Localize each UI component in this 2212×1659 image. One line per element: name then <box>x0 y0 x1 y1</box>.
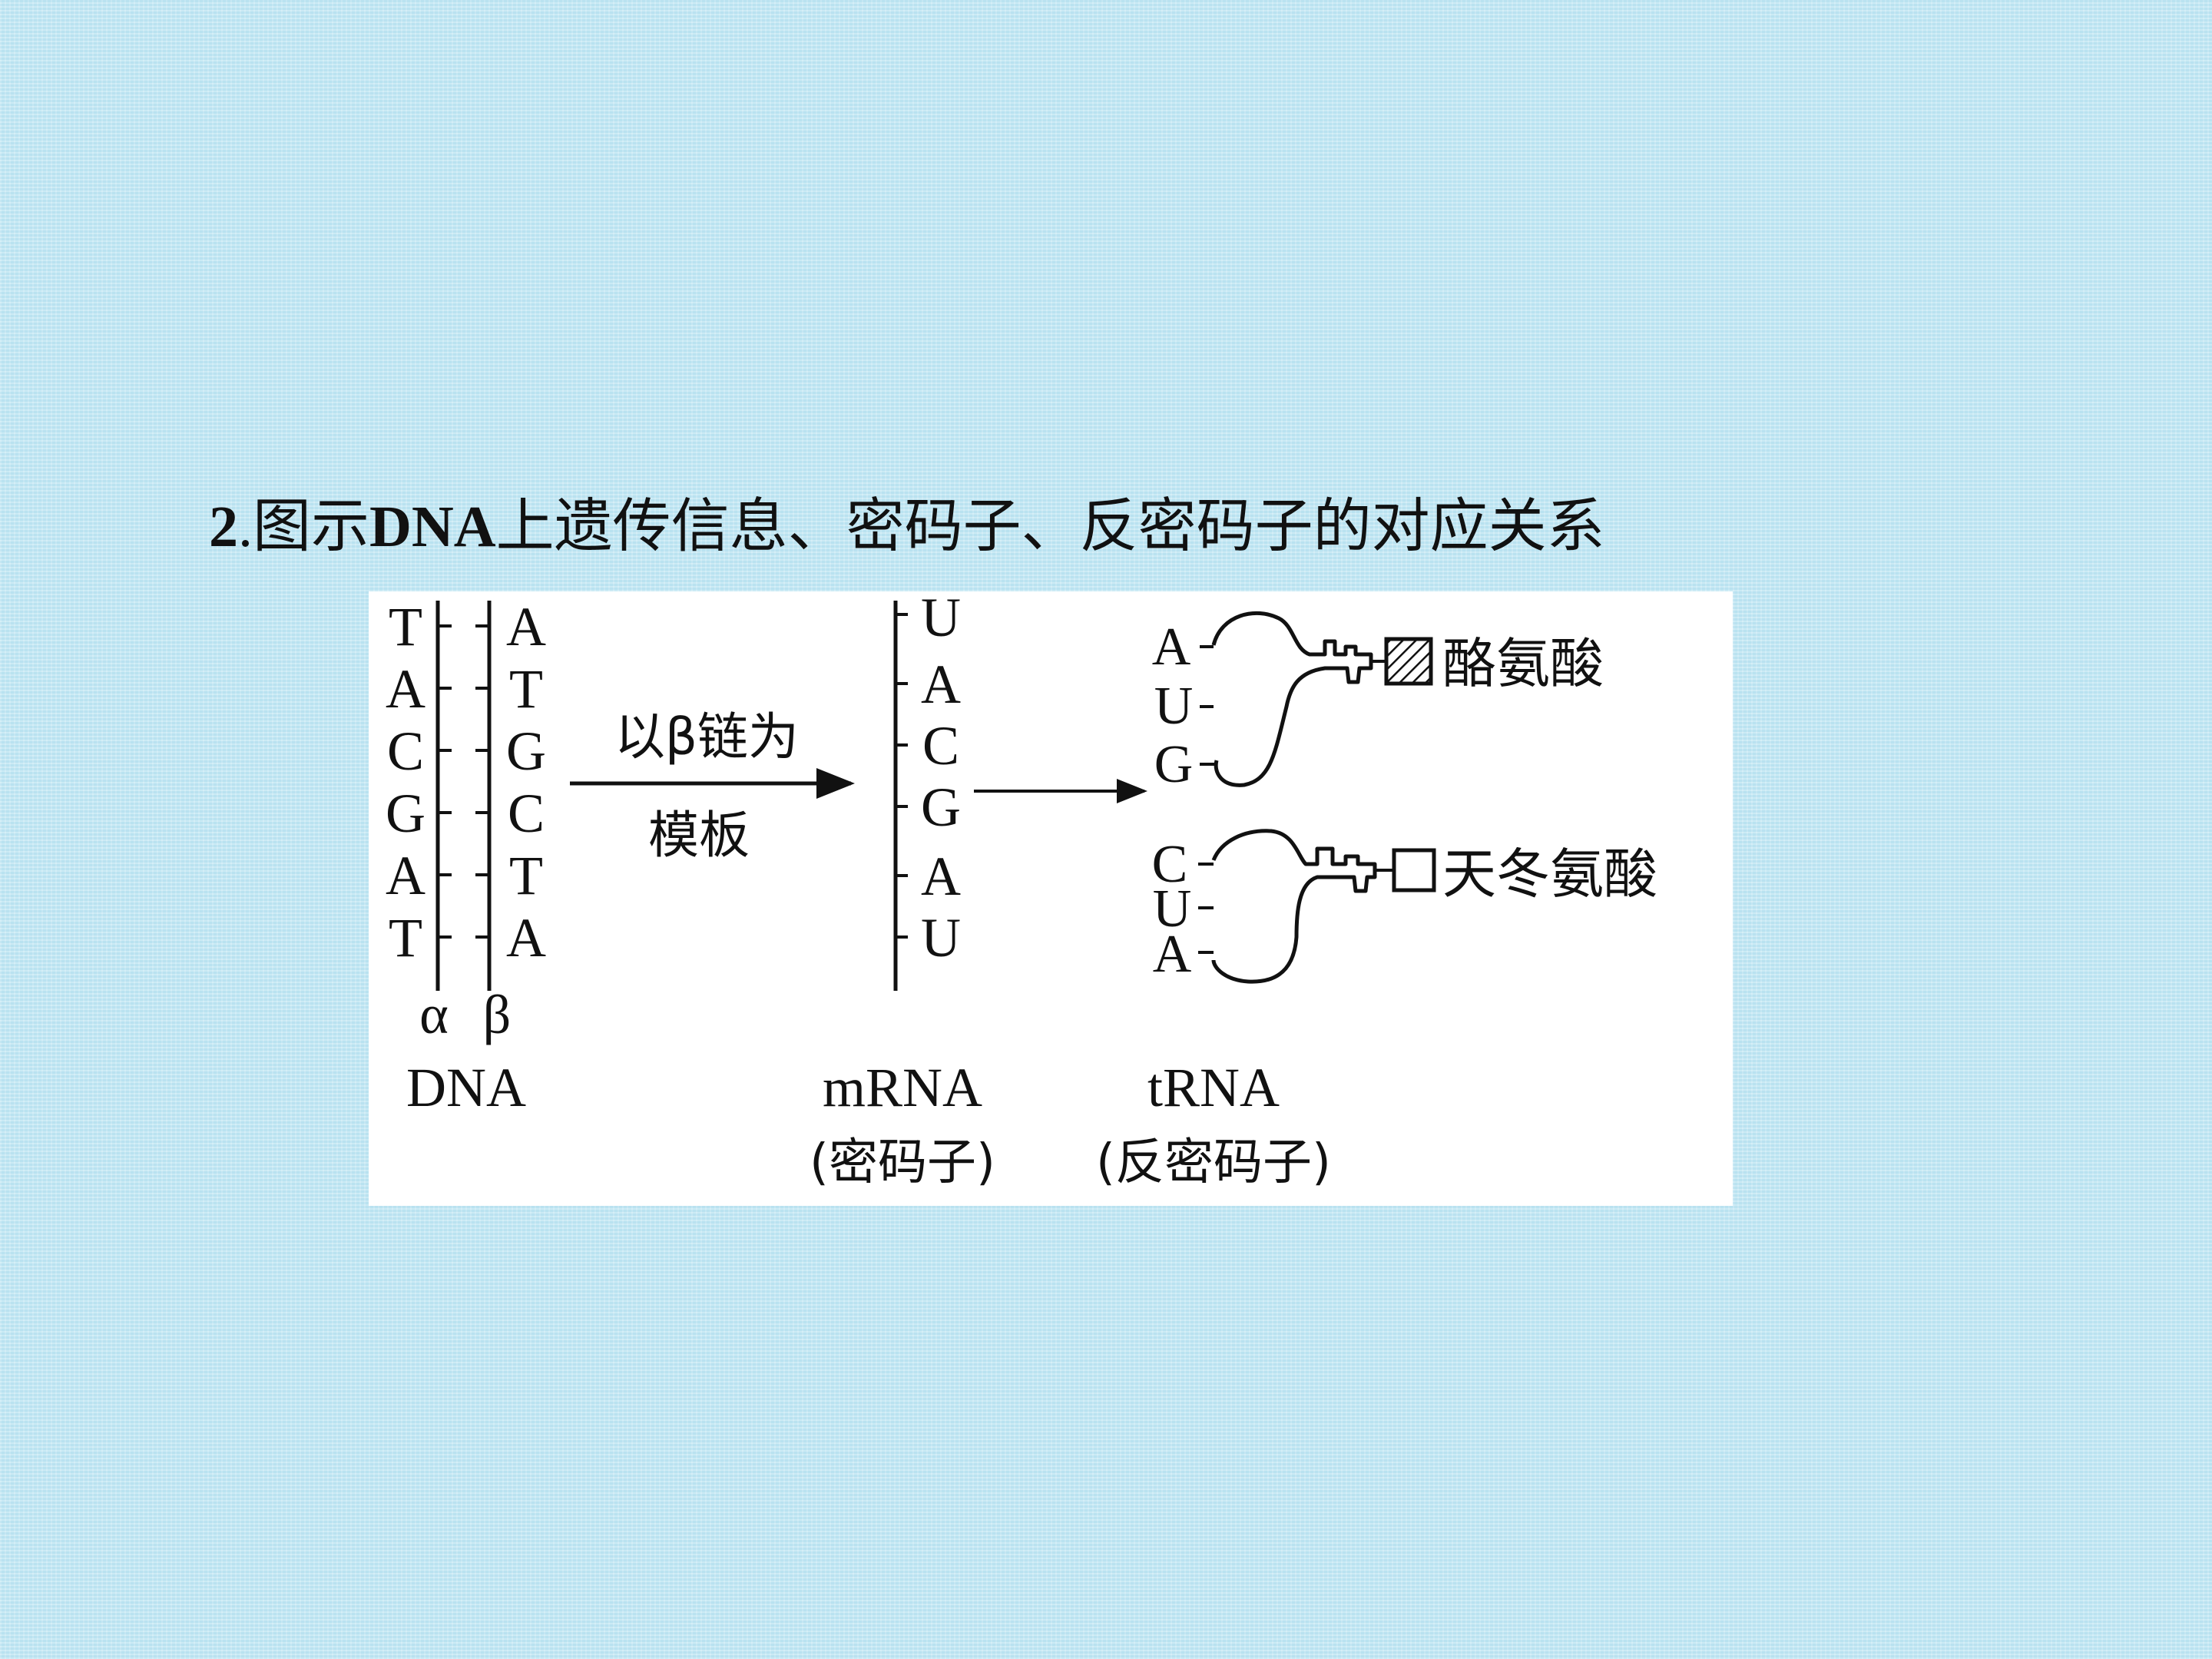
trna-2-anticodon-base-3: A <box>1153 925 1192 984</box>
trna-label: tRNA <box>1147 1057 1280 1118</box>
mrna-base-1: U <box>921 591 961 648</box>
dna-alpha-base-6: T <box>389 907 422 969</box>
title-number: 2 <box>209 495 238 559</box>
trna-1-anticodon-base-3: G <box>1154 735 1194 794</box>
beta-strand-label: β <box>483 984 512 1045</box>
slide-title: 2.图示DNA上遗传信息、密码子、反密码子的对应关系 <box>209 484 1605 568</box>
trna-2-anticodon-base-2: U <box>1153 879 1192 939</box>
dna-alpha-base-3: C <box>387 720 424 782</box>
mrna-base-4: G <box>921 777 961 838</box>
mrna-base-2: A <box>921 654 961 715</box>
title-dot: . <box>238 495 253 559</box>
mrna-ticks <box>896 613 908 939</box>
trna-anticodon-sublabel: (反密码子) <box>1096 1134 1331 1191</box>
dna-beta-base-3: G <box>506 720 546 782</box>
figure-panel: T A C G A T A T G C T A α β DNA 以β链为 模板 <box>369 591 1733 1206</box>
title-dna: DNA <box>369 495 496 559</box>
mrna-label: mRNA <box>823 1057 982 1118</box>
trna-1-anticodon-base-1: A <box>1152 618 1191 677</box>
trna-1-anticodon-base-2: U <box>1154 677 1194 736</box>
dna-beta-base-5: T <box>509 845 543 906</box>
title-part2: 上遗传信息、密码子、反密码子的对应关系 <box>495 492 1605 560</box>
transcription-template-label-2: 模板 <box>648 806 750 865</box>
dna-alpha-base-2: A <box>386 658 426 720</box>
mrna-base-3: C <box>922 715 959 777</box>
aspartic-acid-label: 天冬氨酸 <box>1442 843 1657 906</box>
dna-beta-base-1: A <box>506 596 546 657</box>
dna-beta-base-2: T <box>509 658 543 720</box>
mrna-codon-sublabel: (密码子) <box>810 1134 995 1191</box>
trna-2-shape <box>1211 829 1377 984</box>
trna-2-anticodon-base-1: C <box>1152 835 1188 894</box>
mrna-base-6: U <box>921 907 961 969</box>
dna-label: DNA <box>406 1057 526 1118</box>
alpha-strand-label: α <box>419 984 449 1045</box>
dna-alpha-base-1: T <box>389 596 422 657</box>
title-part1: 图示 <box>253 492 369 560</box>
transcription-template-label: 以β链为 <box>614 707 799 767</box>
aspartic-acid-empty-box <box>1392 848 1436 892</box>
dna-alpha-base-5: A <box>386 845 426 906</box>
dna-alpha-ticks <box>438 624 452 939</box>
dna-beta-ticks <box>475 624 489 939</box>
dna-beta-base-4: C <box>508 783 545 844</box>
tyrosine-hatched-box <box>1384 637 1433 686</box>
trna-1-shape <box>1211 611 1373 787</box>
mrna-base-5: A <box>921 846 961 907</box>
tyrosine-label: 酪氨酸 <box>1442 632 1604 695</box>
dna-alpha-base-4: G <box>386 783 426 844</box>
dna-transcription-translation-diagram: T A C G A T A T G C T A α β DNA 以β链为 模板 <box>386 591 1657 1191</box>
dna-beta-base-6: A <box>506 907 546 969</box>
